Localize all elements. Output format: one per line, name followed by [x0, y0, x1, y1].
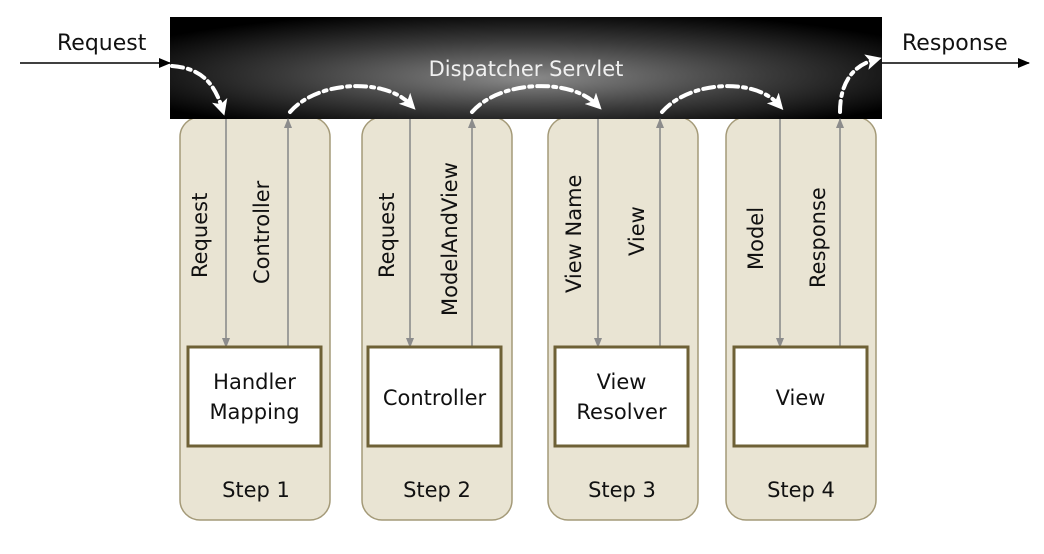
step-1-up-label: Controller	[250, 180, 274, 284]
controller-label: Controller	[383, 386, 487, 410]
lane-step-1	[179, 116, 331, 521]
flow-arrow-step3-to-step4	[660, 84, 784, 114]
step-labels: Step 1 Step 2 Step 3 Step 4	[222, 478, 835, 502]
view-resolver-label-line2: Resolver	[576, 400, 667, 424]
lane-step-2	[361, 116, 513, 521]
step-3-down-label: View Name	[562, 175, 586, 293]
lane-step-4	[725, 116, 877, 521]
flow-arrow-entry	[170, 64, 228, 116]
dispatcher-servlet-bar	[170, 17, 882, 119]
step-2-down-label: Request	[375, 193, 399, 278]
view-resolver-box	[553, 345, 690, 448]
flow-arrow-step1-to-step2	[288, 84, 416, 114]
step-3-label: Step 3	[588, 478, 656, 502]
request-label: Request	[57, 31, 147, 56]
flow-arrow-step2-to-step3	[470, 84, 602, 114]
view-box	[732, 345, 869, 448]
step-4-up-label: Response	[806, 187, 830, 288]
component-boxes: Handler Mapping Controller View Resolver…	[186, 345, 869, 448]
flow-arrow-exit	[838, 54, 882, 114]
step-2-label: Step 2	[403, 478, 471, 502]
step-2-up-label: ModelAndView	[438, 162, 462, 316]
controller-box	[366, 345, 503, 448]
step-lanes	[179, 116, 877, 521]
flow-arrows	[170, 54, 882, 116]
step-4-down-label: Model	[744, 207, 768, 270]
dispatcher-servlet-label: Dispatcher Servlet	[429, 57, 624, 81]
arrow-labels: Request Controller Request ModelAndView …	[188, 162, 830, 316]
step-3-up-label: View	[625, 206, 649, 256]
step-1-down-label: Request	[188, 193, 212, 278]
handler-mapping-box	[186, 345, 323, 448]
response-label: Response	[902, 31, 1008, 56]
view-label: View	[776, 386, 826, 410]
handler-mapping-label-line1: Handler	[213, 370, 296, 394]
view-resolver-label-line1: View	[597, 370, 647, 394]
step-4-label: Step 4	[767, 478, 835, 502]
handler-mapping-label-line2: Mapping	[209, 400, 299, 424]
vertical-arrows	[222, 118, 844, 348]
step-1-label: Step 1	[222, 478, 290, 502]
